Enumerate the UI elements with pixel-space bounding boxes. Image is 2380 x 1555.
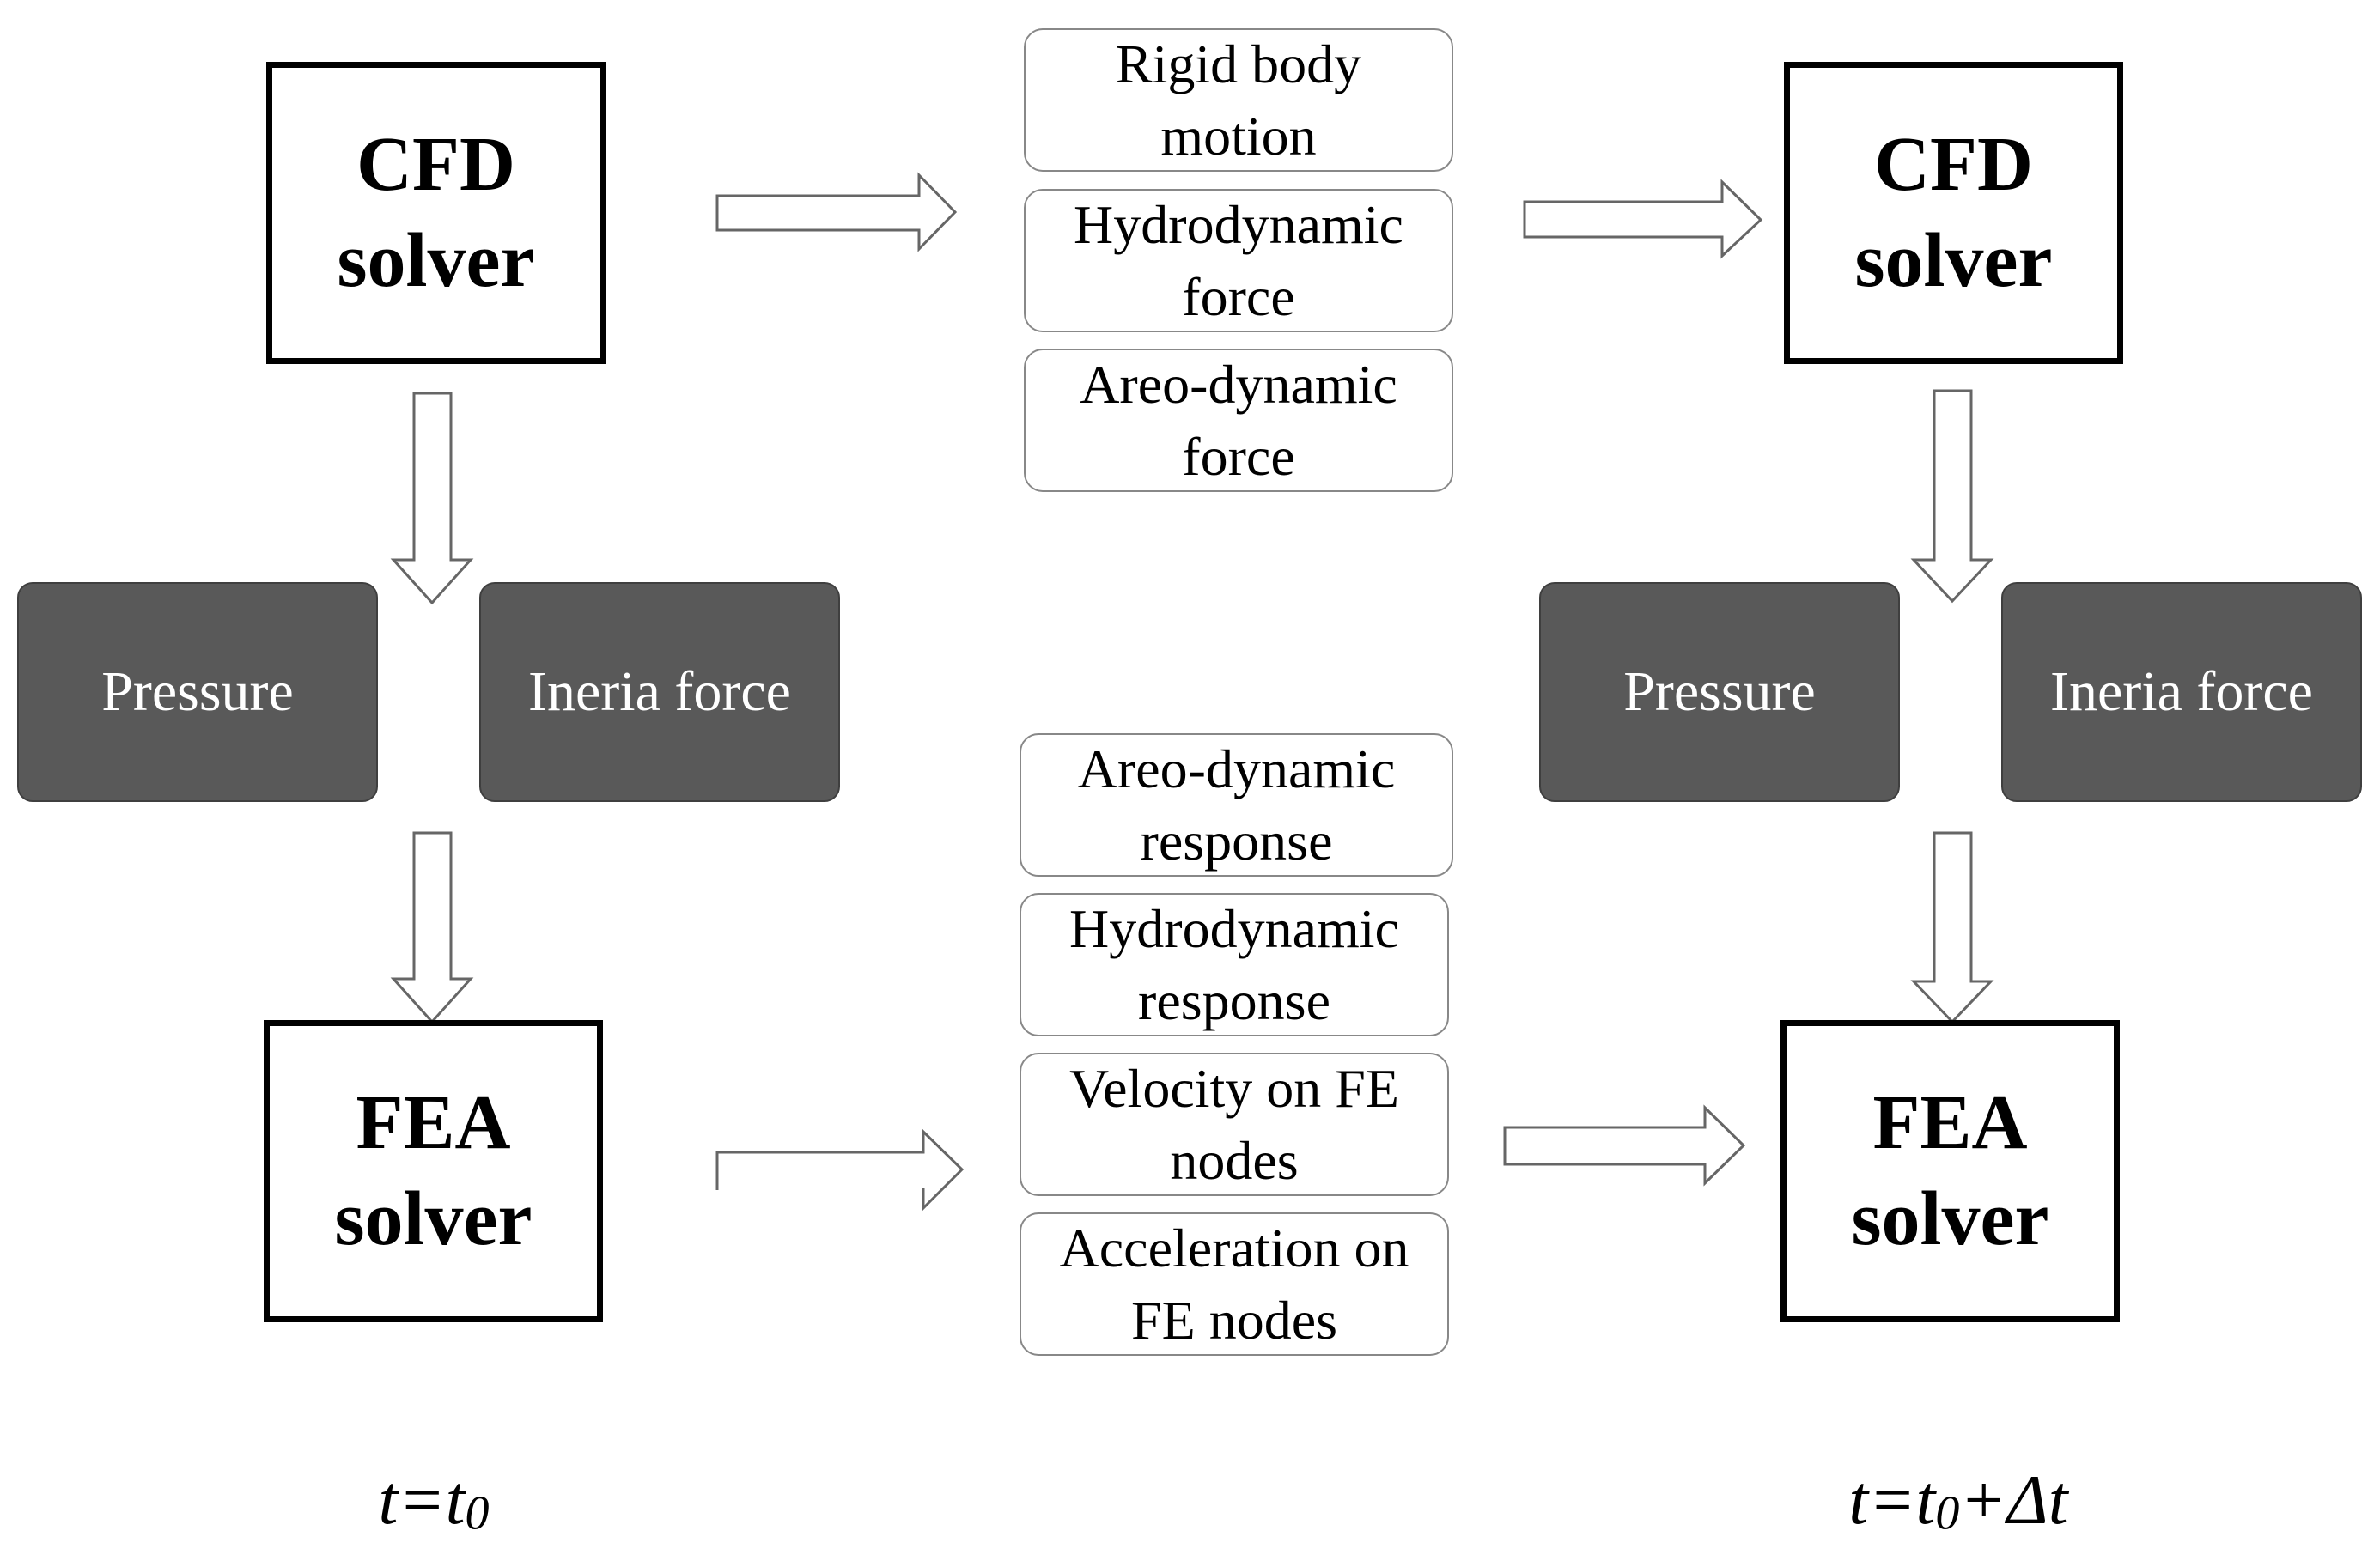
right-fea-subtitle: solver [1851,1176,2049,1261]
left-pressure-label: Pressure [101,660,294,723]
right-fea-title: FEA [1872,1079,2028,1165]
exchange-aerodynamic-response: Areo-dynamic response [1020,733,1453,877]
left-pressure-box: Pressure [17,582,378,802]
left-fea-solver: FEA solver [264,1020,603,1322]
left-inertia-label: Ineria force [528,660,791,723]
right-pressure-label: Pressure [1623,660,1816,723]
exchange-top-2-line2: force [1182,425,1295,487]
arrow-right-top-left [715,172,958,252]
exchange-bottom-1-line1: Hydrodynamic [1069,898,1399,960]
left-time-sub: 0 [465,1486,490,1540]
right-pressure-box: Pressure [1539,582,1900,802]
arrow-down-right-bottom [1910,831,1994,1024]
exchange-hydrodynamic-force: Hydrodynamic force [1024,189,1453,332]
left-cfd-subtitle: solver [337,218,535,303]
left-time-label: t=t0 [305,1460,563,1541]
exchange-top-0-line1: Rigid body [1115,33,1362,95]
exchange-rigid-body-motion: Rigid body motion [1024,28,1453,172]
exchange-bottom-2-line1: Velocity on FE [1069,1058,1399,1120]
exchange-bottom-0-line1: Areo-dynamic [1077,738,1396,800]
arrow-right-bottom-right [1503,1104,1746,1187]
exchange-bottom-3-line1: Acceleration on [1059,1218,1409,1279]
exchange-top-1-line1: Hydrodynamic [1074,194,1403,256]
right-inertia-box: Ineria force [2001,582,2362,802]
exchange-bottom-0-line2: response [1140,810,1333,872]
arrow-down-left-top [390,392,474,605]
right-fea-solver: FEA solver [1780,1020,2120,1322]
left-fea-subtitle: solver [334,1176,533,1261]
left-fea-title: FEA [356,1079,511,1165]
exchange-velocity-fe-nodes: Velocity on FE nodes [1020,1053,1449,1196]
left-inertia-box: Ineria force [479,582,840,802]
right-cfd-subtitle: solver [1854,218,2053,303]
exchange-aerodynamic-force: Areo-dynamic force [1024,349,1453,492]
right-time-main: t=t [1848,1461,1936,1539]
left-cfd-solver: CFD solver [266,62,606,364]
right-cfd-title: CFD [1874,121,2033,207]
arrow-right-bottom-left [715,1128,965,1212]
exchange-bottom-2-line2: nodes [1170,1129,1299,1191]
exchange-hydrodynamic-response: Hydrodynamic response [1020,893,1449,1036]
arrow-right-top-right [1523,179,1763,259]
right-time-label: t=t0+Δt [1769,1460,2147,1541]
exchange-top-2-line1: Areo-dynamic [1080,354,1397,416]
exchange-bottom-1-line2: response [1138,969,1330,1031]
right-time-sub: 0 [1935,1486,1960,1540]
exchange-top-1-line2: force [1182,265,1295,327]
right-inertia-label: Ineria force [2050,660,2313,723]
left-cfd-title: CFD [356,121,515,207]
exchange-top-0-line2: motion [1160,105,1317,167]
arrow-down-left-bottom [390,831,474,1024]
exchange-bottom-3-line2: FE nodes [1131,1289,1337,1351]
right-cfd-solver: CFD solver [1784,62,2123,364]
exchange-acceleration-fe-nodes: Acceleration on FE nodes [1020,1212,1449,1356]
left-time-main: t=t [378,1461,466,1539]
right-time-suffix: +Δt [1959,1461,2068,1539]
arrow-down-right-top [1910,389,1994,604]
